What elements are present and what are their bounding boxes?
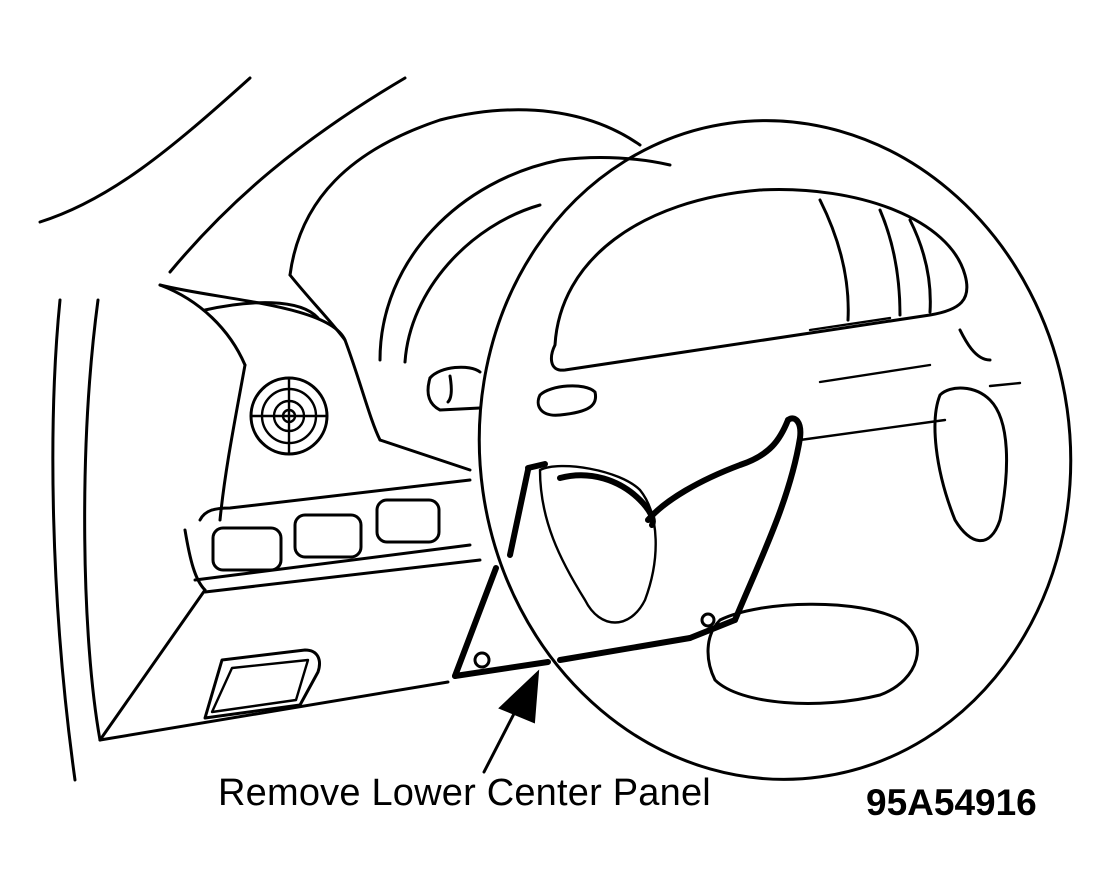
panel-screw-left xyxy=(473,651,491,669)
switch-middle xyxy=(293,513,363,559)
figure-id: 95A54916 xyxy=(866,782,1037,823)
left-dash-panel xyxy=(158,283,472,522)
steering-wheel xyxy=(477,119,1073,781)
callout-label: Remove Lower Center Panel xyxy=(218,772,711,814)
lower-dash xyxy=(98,528,482,742)
panel-screw-right xyxy=(700,612,716,628)
a-pillar xyxy=(38,76,407,782)
switch-row xyxy=(193,478,472,582)
switch-left xyxy=(211,526,283,572)
switch-right xyxy=(375,498,441,544)
cluster-bezel xyxy=(426,365,482,412)
upper-dash xyxy=(158,108,672,367)
lower-center-panel xyxy=(452,415,804,679)
air-vent-icon xyxy=(249,376,329,456)
callout-arrow xyxy=(482,669,540,774)
